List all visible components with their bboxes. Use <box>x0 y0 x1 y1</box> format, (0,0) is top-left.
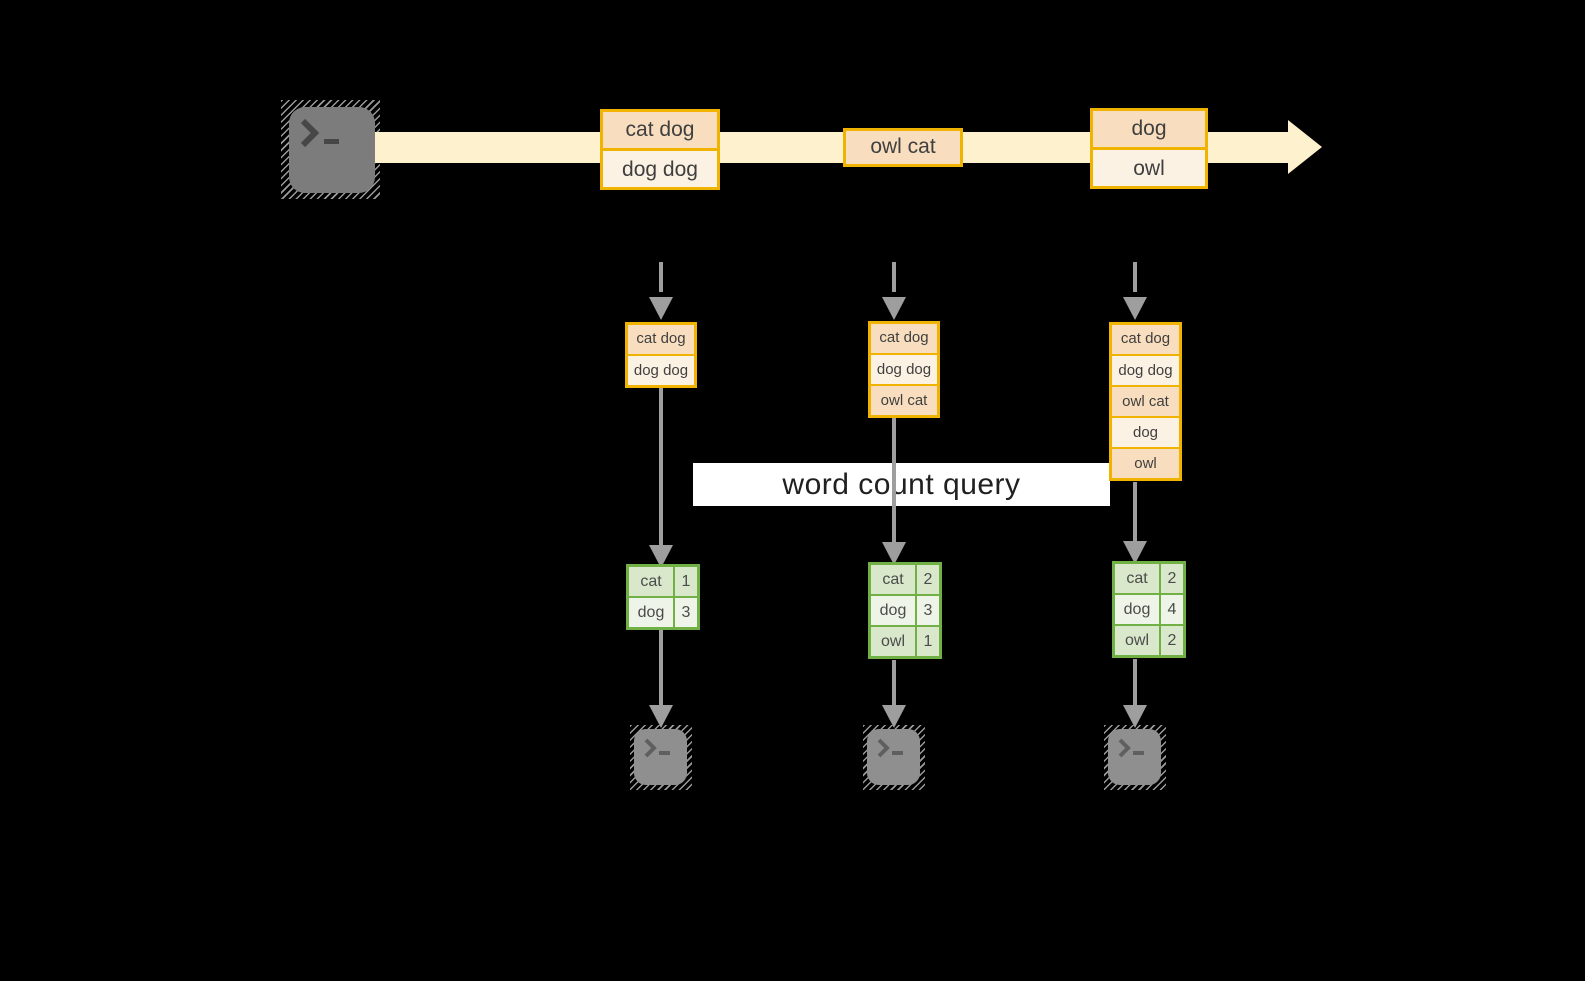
count-cell: 4 <box>1161 595 1183 624</box>
word-count-table-1: cat 1 dog 3 <box>626 564 700 630</box>
batch-line: owl cat <box>846 131 960 164</box>
stream-arrow-head-icon <box>1288 120 1322 174</box>
count-cell: 3 <box>917 596 939 625</box>
arrow-line <box>892 660 896 705</box>
down-arrow-head-icon <box>882 297 906 320</box>
stack-row: dog dog <box>628 354 694 385</box>
stack-row: cat dog <box>1112 325 1179 354</box>
dashed-arrow-segment <box>1133 262 1137 292</box>
prompt-chevron-icon <box>1117 737 1131 764</box>
word-cell: dog <box>1115 595 1159 624</box>
arrow-line <box>659 630 663 705</box>
prompt-cursor-icon <box>1133 751 1144 755</box>
word-count-table-2: cat 2 dog 3 owl 1 <box>868 562 942 659</box>
terminal-source-icon <box>289 107 375 193</box>
batch-line: dog <box>1093 111 1205 147</box>
prompt-cursor-icon <box>659 751 670 755</box>
stack-row: cat dog <box>871 324 937 353</box>
terminal-sink-icon <box>634 729 687 785</box>
down-arrow-head-icon <box>1123 541 1147 564</box>
batch-line: dog dog <box>603 148 717 187</box>
stack-row: dog dog <box>871 353 937 384</box>
word-cell: dog <box>871 596 915 625</box>
stream-batch-1: cat dog dog dog <box>600 109 720 190</box>
word-cell: cat <box>1115 564 1159 593</box>
down-arrow-head-icon <box>649 545 673 568</box>
accumulated-stack-3: cat dog dog dog owl cat dog owl <box>1109 322 1182 481</box>
down-arrow-head-icon <box>882 705 906 728</box>
down-arrow-head-icon <box>1123 297 1147 320</box>
stack-row: dog <box>1112 416 1179 447</box>
word-cell: dog <box>629 598 673 627</box>
prompt-chevron-icon <box>876 737 890 764</box>
stack-row: owl cat <box>871 384 937 415</box>
prompt-cursor-icon <box>892 751 903 755</box>
batch-line: owl <box>1093 147 1205 186</box>
count-cell: 1 <box>917 627 939 656</box>
word-cell: cat <box>629 567 673 596</box>
dashed-arrow-segment <box>659 262 663 292</box>
word-cell: cat <box>871 565 915 594</box>
count-cell: 2 <box>917 565 939 594</box>
dashed-arrow-segment <box>892 262 896 292</box>
arrow-line <box>892 417 896 542</box>
terminal-sink-icon <box>1108 729 1161 785</box>
query-band: word count query <box>693 463 1110 506</box>
stream-batch-3: dog owl <box>1090 108 1208 189</box>
down-arrow-head-icon <box>1123 705 1147 728</box>
down-arrow-head-icon <box>649 705 673 728</box>
count-cell: 3 <box>675 598 697 627</box>
prompt-chevron-icon <box>643 737 657 764</box>
stack-row: dog dog <box>1112 354 1179 385</box>
word-cell: owl <box>871 627 915 656</box>
count-cell: 2 <box>1161 626 1183 655</box>
word-count-table-3: cat 2 dog 4 owl 2 <box>1112 561 1186 658</box>
stack-row: owl <box>1112 447 1179 478</box>
count-cell: 2 <box>1161 564 1183 593</box>
arrow-line <box>659 387 663 545</box>
down-arrow-head-icon <box>649 297 673 320</box>
down-arrow-head-icon <box>882 542 906 565</box>
batch-line: cat dog <box>603 112 717 148</box>
accumulated-stack-1: cat dog dog dog <box>625 322 697 388</box>
arrow-line <box>1133 659 1137 705</box>
stack-row: owl cat <box>1112 385 1179 416</box>
arrow-line <box>1133 482 1137 541</box>
stack-row: cat dog <box>628 325 694 354</box>
prompt-chevron-icon <box>299 117 321 154</box>
count-cell: 1 <box>675 567 697 596</box>
word-cell: owl <box>1115 626 1159 655</box>
accumulated-stack-2: cat dog dog dog owl cat <box>868 321 940 418</box>
query-label: word count query <box>782 467 1021 501</box>
terminal-sink-icon <box>867 729 920 785</box>
prompt-cursor-icon <box>324 139 339 144</box>
stream-batch-2: owl cat <box>843 128 963 167</box>
